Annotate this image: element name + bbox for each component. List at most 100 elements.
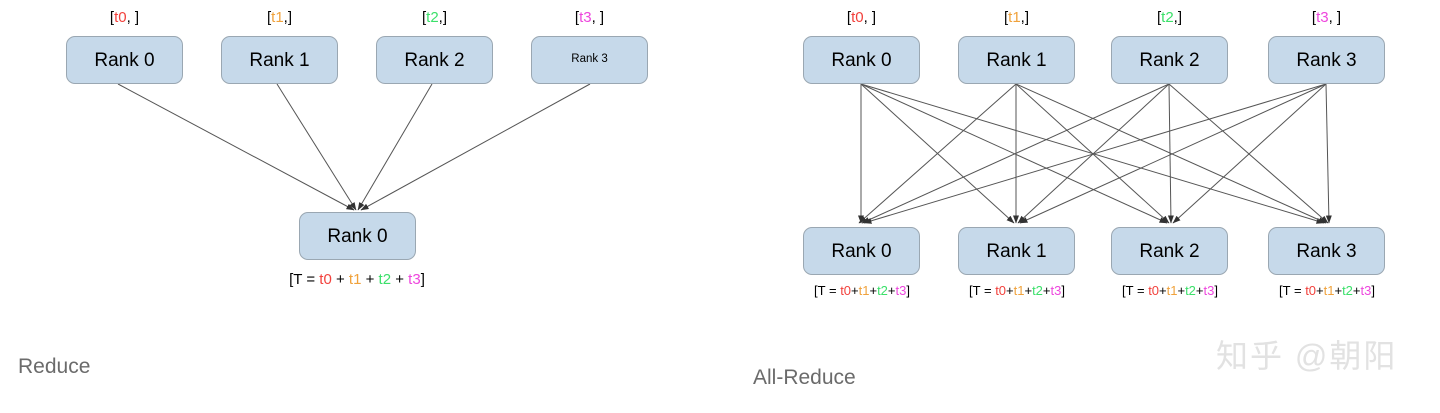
reduce-input-node-rank-0[interactable]: Rank 0	[66, 36, 183, 84]
bracket-close: ]	[871, 9, 877, 26]
comma: ,	[438, 9, 443, 26]
token-t1: t1	[1166, 283, 1178, 298]
token-t1: t1	[271, 9, 284, 26]
reduce-output-formula: [T = t0 + t1 + t2 + t3]	[237, 272, 477, 287]
token-t1: t1	[1008, 9, 1021, 26]
plus: +	[851, 283, 859, 298]
plus: +	[1352, 283, 1361, 298]
token-t1: t1	[858, 283, 870, 298]
token-t3: t3	[895, 283, 907, 298]
reduce-edges	[117, 83, 591, 211]
allreduce-input-tag-1: [t1,]	[958, 10, 1075, 25]
bracket-open: [	[266, 9, 272, 26]
token-t0: t0	[319, 271, 332, 288]
allreduce-edge-3-1	[1019, 83, 1327, 224]
bracket-close: ]	[1214, 283, 1218, 298]
allreduce-edge-1-3	[1015, 83, 1327, 224]
allreduce-edge-1-2	[1015, 83, 1170, 224]
reduce-edge-2-0	[357, 83, 433, 211]
reduce-edge-1-0	[276, 83, 357, 211]
plus: +	[361, 271, 379, 288]
token-t0: t0	[114, 9, 127, 26]
token-t2: t2	[1342, 283, 1353, 298]
reduce-input-tag-3: [t3, ]	[531, 10, 648, 25]
plus: +	[1042, 283, 1051, 298]
label-T-eq: T =	[293, 271, 320, 288]
reduce-input-node-rank-1[interactable]: Rank 1	[221, 36, 338, 84]
token-t1: t1	[1013, 283, 1025, 298]
allreduce-output-node-rank-0[interactable]: Rank 0	[803, 227, 920, 275]
token-t2: t2	[378, 271, 392, 288]
token-t0: t0	[995, 283, 1007, 298]
label-T-eq: T =	[817, 283, 841, 298]
allreduce-output-node-rank-1[interactable]: Rank 1	[958, 227, 1075, 275]
comma: ,	[591, 9, 600, 26]
allreduce-output-formula-0: [T = t0+t1+t2+t3]	[786, 284, 938, 297]
token-t2: t2	[1032, 283, 1043, 298]
token-t3: t3	[1316, 9, 1329, 26]
comma: ,	[283, 9, 288, 26]
comma: ,	[1173, 9, 1178, 26]
bracket-open: [	[574, 9, 580, 26]
token-t2: t2	[426, 9, 439, 26]
allreduce-section-label: All-Reduce	[753, 366, 856, 389]
allreduce-input-tag-2: [t2,]	[1111, 10, 1228, 25]
token-t0: t0	[851, 9, 864, 26]
label-T-eq: T =	[972, 283, 996, 298]
token-t3: t3	[408, 271, 421, 288]
token-t3: t3	[1360, 283, 1372, 298]
bracket-open: [	[109, 9, 115, 26]
plus: +	[869, 283, 878, 298]
bracket-close: ]	[1371, 283, 1375, 298]
bracket-close: ]	[1024, 9, 1030, 26]
allreduce-edge-3-0	[863, 83, 1327, 224]
bracket-open: [	[814, 283, 818, 298]
reduce-output-node-rank-0[interactable]: Rank 0	[299, 212, 416, 260]
bracket-open: [	[289, 271, 294, 288]
allreduce-edge-2-3	[1168, 83, 1329, 224]
token-t0: t0	[1148, 283, 1160, 298]
allreduce-edge-0-2	[860, 83, 1168, 224]
token-t0: t0	[1305, 283, 1317, 298]
comma: ,	[1020, 9, 1025, 26]
allreduce-input-node-rank-1[interactable]: Rank 1	[958, 36, 1075, 84]
allreduce-output-node-rank-2[interactable]: Rank 2	[1111, 227, 1228, 275]
reduce-input-tag-0: [t0, ]	[66, 10, 183, 25]
token-t0: t0	[840, 283, 852, 298]
allreduce-edge-2-2	[1167, 83, 1174, 224]
comma: ,	[1328, 9, 1337, 26]
plus: +	[391, 271, 409, 288]
bracket-close: ]	[1177, 9, 1183, 26]
bracket-open: [	[846, 9, 852, 26]
bracket-open: [	[1279, 283, 1283, 298]
reduce-input-node-rank-3[interactable]: Rank 3	[531, 36, 648, 84]
allreduce-edge-2-1	[1017, 83, 1170, 224]
watermark: 知乎 @朝阳	[1216, 338, 1398, 374]
allreduce-input-node-rank-3[interactable]: Rank 3	[1268, 36, 1385, 84]
allreduce-edge-0-3	[860, 83, 1325, 224]
allreduce-edges	[858, 83, 1332, 224]
label-T-eq: T =	[1282, 283, 1306, 298]
comma: ,	[126, 9, 135, 26]
plus: +	[1024, 283, 1033, 298]
allreduce-edge-2-0	[861, 83, 1170, 224]
allreduce-edge-1-0	[858, 83, 1017, 224]
reduce-input-node-rank-2[interactable]: Rank 2	[376, 36, 493, 84]
bracket-open: [	[1156, 9, 1162, 26]
bracket-open: [	[1122, 283, 1126, 298]
plus: +	[1195, 283, 1204, 298]
token-t2: t2	[1161, 9, 1174, 26]
plus: +	[1006, 283, 1014, 298]
token-t1: t1	[348, 271, 362, 288]
plus: +	[1159, 283, 1167, 298]
allreduce-input-node-rank-2[interactable]: Rank 2	[1111, 36, 1228, 84]
allreduce-output-node-rank-3[interactable]: Rank 3	[1268, 227, 1385, 275]
reduce-section-label: Reduce	[18, 355, 91, 378]
allreduce-output-formula-3: [T = t0+t1+t2+t3]	[1251, 284, 1403, 297]
allreduce-input-node-rank-0[interactable]: Rank 0	[803, 36, 920, 84]
plus: +	[887, 283, 896, 298]
allreduce-output-formula-2: [T = t0+t1+t2+t3]	[1094, 284, 1246, 297]
allreduce-edge-0-1	[860, 83, 1015, 224]
bracket-close: ]	[1336, 9, 1342, 26]
bracket-close: ]	[599, 9, 605, 26]
